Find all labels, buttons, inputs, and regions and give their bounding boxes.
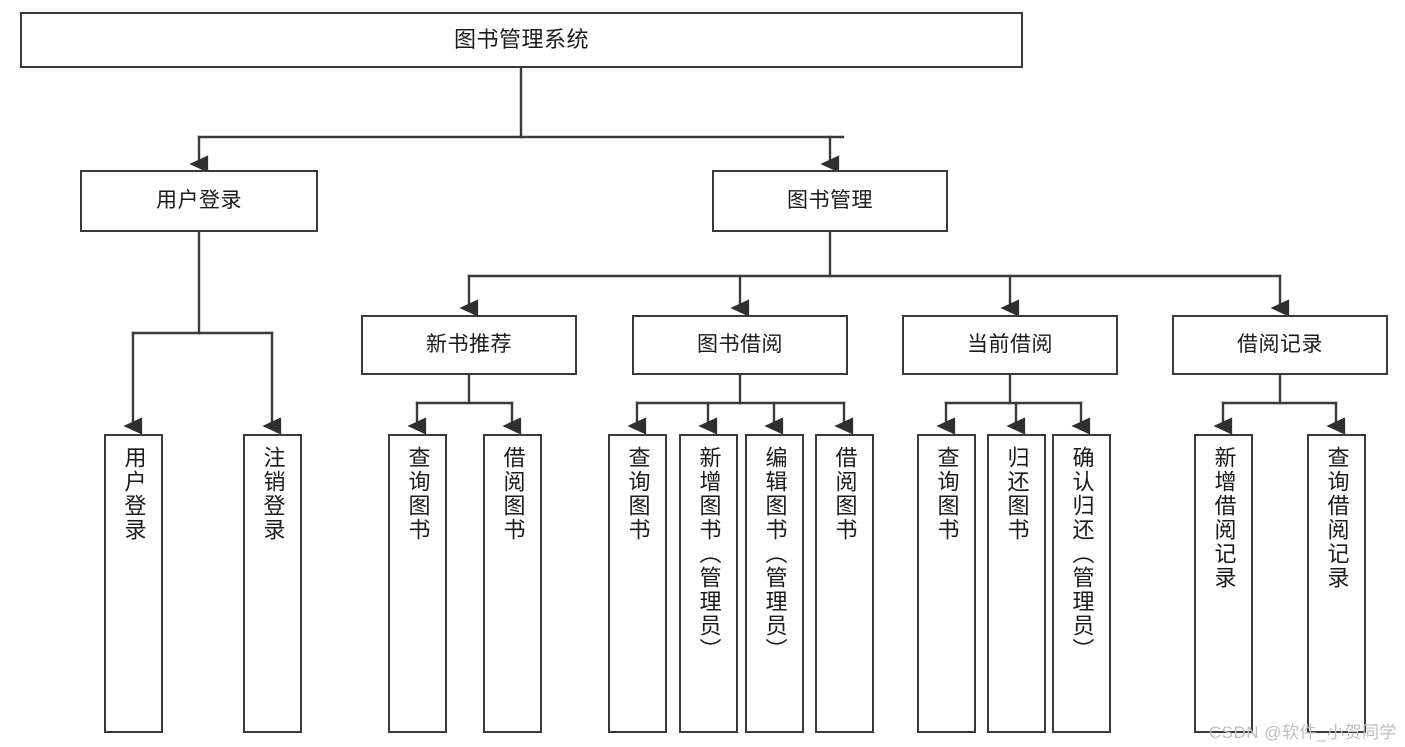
node-label: 图书管理系统 (453, 26, 589, 52)
node-label: 新书推荐 (426, 333, 512, 357)
watermark: CSDN @软件_小贺同学 (1208, 723, 1397, 742)
node-label: 借阅图书 (832, 446, 858, 542)
node-leaf-borrow-add-book[interactable]: 新增图书（管理员） (679, 434, 738, 733)
node-leaf-logout[interactable]: 注销登录 (243, 434, 302, 733)
node-current-borrow[interactable]: 当前借阅 (902, 315, 1118, 375)
node-label: 用户登录 (121, 446, 147, 542)
node-label: 归还图书 (1004, 446, 1030, 542)
node-label: 借阅图书 (500, 446, 526, 542)
node-label: 图书管理 (787, 189, 873, 213)
node-label: 借阅记录 (1237, 333, 1323, 357)
node-leaf-borrow-search-book[interactable]: 查询图书 (608, 434, 667, 733)
node-label: 查询图书 (405, 446, 431, 542)
node-label: 查询图书 (934, 446, 960, 542)
node-root-system[interactable]: 图书管理系统 (20, 12, 1023, 68)
node-leaf-current-search-book[interactable]: 查询图书 (917, 434, 976, 733)
node-label: 确认归还（管理员） (1069, 446, 1095, 662)
node-leaf-newbook-search-book[interactable]: 查询图书 (388, 434, 447, 733)
node-label: 编辑图书（管理员） (762, 446, 788, 662)
node-borrow-records[interactable]: 借阅记录 (1172, 315, 1388, 375)
node-leaf-records-add-record[interactable]: 新增借阅记录 (1194, 434, 1253, 733)
node-book-management[interactable]: 图书管理 (712, 170, 948, 232)
node-label: 注销登录 (260, 446, 286, 542)
node-label: 图书借阅 (697, 333, 783, 357)
node-label: 当前借阅 (967, 333, 1053, 357)
node-leaf-newbook-borrow-book[interactable]: 借阅图书 (483, 434, 542, 733)
node-leaf-current-confirm-return[interactable]: 确认归还（管理员） (1052, 434, 1111, 733)
node-book-borrow[interactable]: 图书借阅 (632, 315, 848, 375)
node-user-login[interactable]: 用户登录 (80, 170, 318, 232)
node-label: 新增借阅记录 (1211, 446, 1237, 590)
node-leaf-user-login[interactable]: 用户登录 (104, 434, 163, 733)
node-label: 查询图书 (625, 446, 651, 542)
node-leaf-borrow-edit-book[interactable]: 编辑图书（管理员） (745, 434, 804, 733)
node-label: 新增图书（管理员） (696, 446, 722, 662)
node-new-book-recommend[interactable]: 新书推荐 (361, 315, 577, 375)
node-leaf-records-search-record[interactable]: 查询借阅记录 (1307, 434, 1366, 733)
node-label: 查询借阅记录 (1324, 446, 1350, 590)
node-leaf-borrow-borrow-book[interactable]: 借阅图书 (815, 434, 874, 733)
node-leaf-current-return-book[interactable]: 归还图书 (987, 434, 1046, 733)
node-label: 用户登录 (156, 189, 242, 213)
